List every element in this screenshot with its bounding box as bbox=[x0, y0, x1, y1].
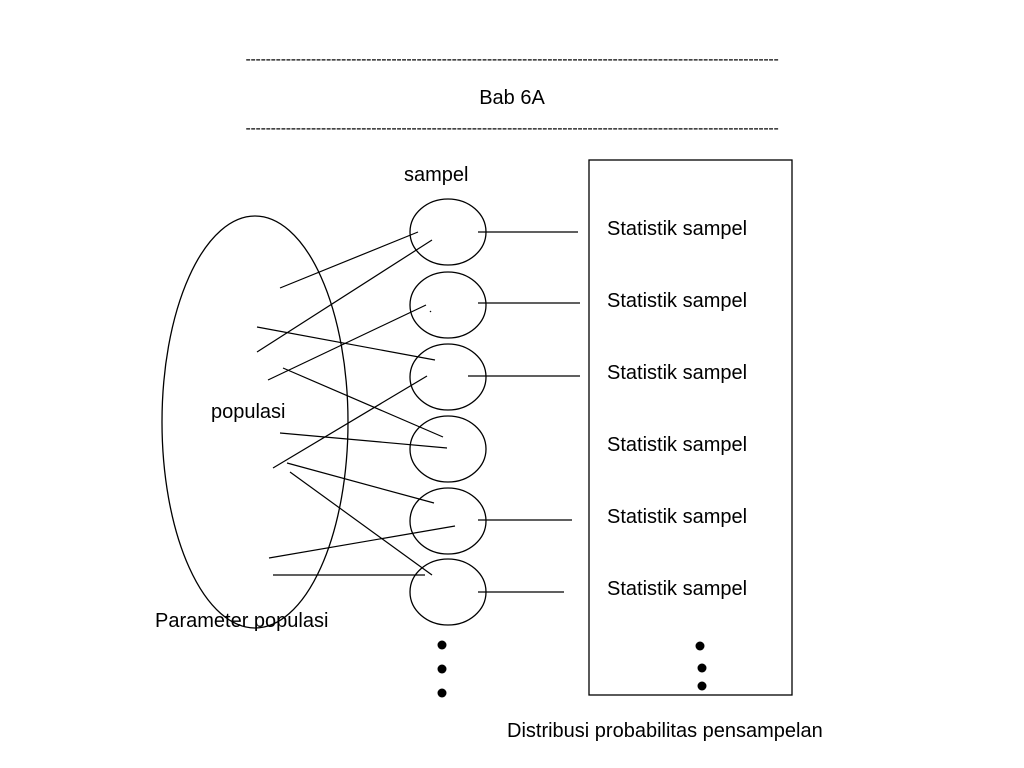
ellipsis-dot bbox=[695, 641, 705, 651]
sample-circles bbox=[409, 198, 487, 626]
link-line bbox=[256, 239, 433, 353]
statistic-label-4: Statistik sampel bbox=[607, 434, 748, 456]
ellipsis-dot bbox=[437, 664, 447, 674]
sample-circle-1 bbox=[409, 198, 487, 266]
statistic-label-2: Statistik sampel bbox=[607, 290, 748, 312]
link-line bbox=[282, 367, 444, 438]
sample-circle-6 bbox=[409, 558, 487, 626]
link-line bbox=[289, 471, 433, 576]
sample-ellipsis-dots bbox=[437, 640, 447, 698]
population-label: populasi bbox=[211, 401, 286, 423]
ellipsis-dot bbox=[437, 640, 447, 650]
statistic-label-6: Statistik sampel bbox=[607, 578, 748, 600]
slide-title: Bab 6A bbox=[479, 87, 545, 109]
population-sample-links bbox=[256, 231, 456, 576]
link-line bbox=[272, 375, 428, 469]
statistic-label-3: Statistik sampel bbox=[607, 362, 748, 384]
statistics-box bbox=[588, 159, 793, 696]
link-line bbox=[286, 462, 435, 504]
ellipsis-dot bbox=[697, 663, 707, 673]
ellipsis-dot bbox=[697, 681, 707, 691]
sample-circle-3 bbox=[409, 343, 487, 411]
ellipsis-dot bbox=[437, 688, 447, 698]
distribution-label: Distribusi probabilitas pensampelan bbox=[507, 720, 823, 742]
link-line bbox=[429, 310, 432, 313]
link-line bbox=[279, 231, 419, 289]
population-ellipse bbox=[161, 215, 349, 629]
statistic-ellipsis-dots bbox=[695, 641, 707, 691]
sample-circle-2 bbox=[409, 271, 487, 339]
sample-circle-5 bbox=[409, 487, 487, 555]
sample-statistic-links bbox=[468, 231, 580, 593]
statistic-label-1: Statistik sampel bbox=[607, 218, 748, 240]
sample-circle-4 bbox=[409, 415, 487, 483]
link-line bbox=[279, 432, 448, 449]
population-parameter-label: Parameter populasi bbox=[155, 610, 329, 632]
statistic-label-5: Statistik sampel bbox=[607, 506, 748, 528]
link-line bbox=[268, 525, 456, 559]
top-dashed-rule: ----------------------------------------… bbox=[245, 51, 779, 68]
sample-label: sampel bbox=[404, 164, 469, 186]
bottom-dashed-rule: ----------------------------------------… bbox=[245, 120, 779, 137]
link-line bbox=[267, 304, 427, 381]
